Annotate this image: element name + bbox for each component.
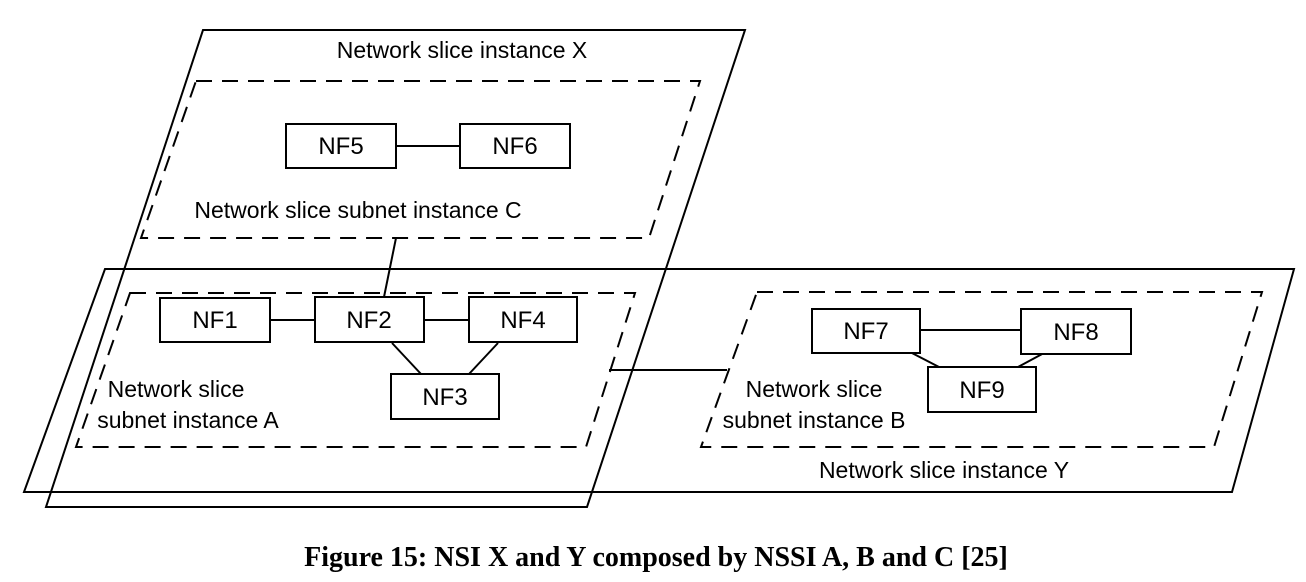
node-nf7: NF7 xyxy=(811,308,921,354)
figure-caption: Figure 15: NSI X and Y composed by NSSI … xyxy=(304,542,1008,573)
nsi-y-label: Network slice instance Y xyxy=(819,457,1069,483)
nsi-y-boundary xyxy=(22,268,1296,493)
node-nf6-label: NF6 xyxy=(492,133,537,160)
node-nf8: NF8 xyxy=(1020,308,1132,355)
node-nf8-label: NF8 xyxy=(1053,319,1098,346)
nssi-c-boundary xyxy=(139,80,702,239)
nssi-a-boundary xyxy=(74,292,637,448)
link-nf7-nf9 xyxy=(909,351,940,368)
node-nf9-label: NF9 xyxy=(959,377,1004,404)
nssi-a-label-line2: subnet instance A xyxy=(97,407,279,433)
link-nf4-nf3 xyxy=(468,342,499,375)
node-nf3-label: NF3 xyxy=(422,384,467,411)
node-nf9: NF9 xyxy=(927,366,1037,413)
nssi-b-label-line2: subnet instance B xyxy=(723,407,906,433)
node-nf1-label: NF1 xyxy=(192,307,237,334)
node-nf5-label: NF5 xyxy=(318,133,363,160)
nssi-b-boundary xyxy=(699,291,1264,448)
node-nf2-label: NF2 xyxy=(346,307,391,334)
node-nf1: NF1 xyxy=(159,297,271,343)
link-nf2-nf3 xyxy=(391,342,422,375)
nssi-b-label-line1: Network slice xyxy=(746,376,883,402)
node-nf6: NF6 xyxy=(459,123,571,169)
node-nf4-label: NF4 xyxy=(500,307,545,334)
link-nf8-nf9 xyxy=(1017,352,1045,368)
node-nf4: NF4 xyxy=(468,296,578,343)
nssi-a-label-line1: Network slice xyxy=(108,376,245,402)
nsi-x-label: Network slice instance X xyxy=(337,37,588,63)
link-nssi-c-nf2 xyxy=(383,237,397,298)
node-nf5: NF5 xyxy=(285,123,397,169)
node-nf7-label: NF7 xyxy=(843,318,888,345)
node-nf2: NF2 xyxy=(314,296,425,343)
nsi-x-boundary xyxy=(44,29,747,508)
nssi-c-label: Network slice subnet instance C xyxy=(194,197,521,223)
node-nf3: NF3 xyxy=(390,373,500,420)
